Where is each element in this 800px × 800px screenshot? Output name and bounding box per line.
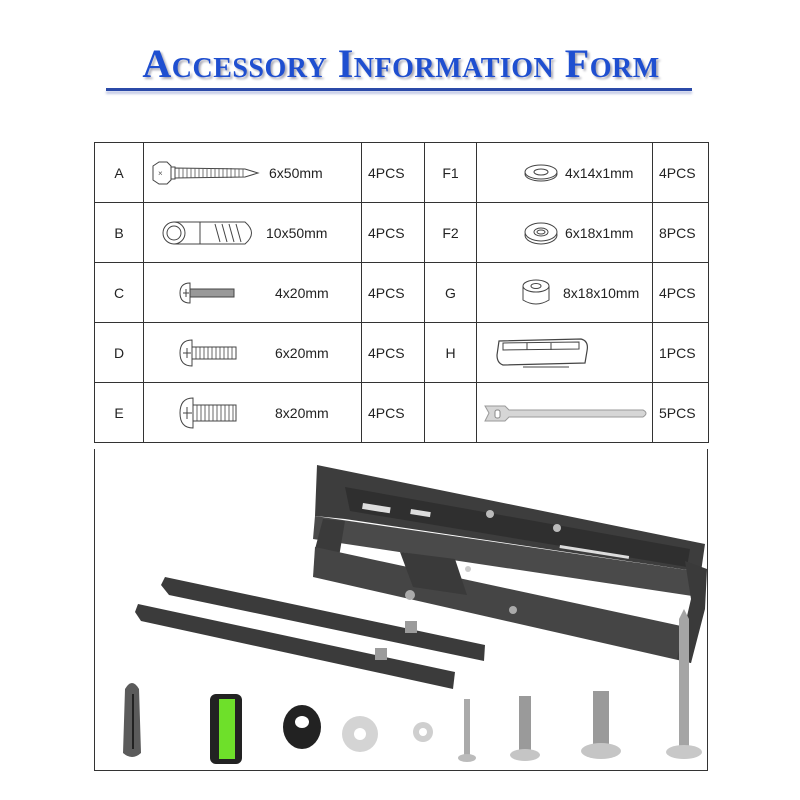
item-label: A: [94, 142, 144, 203]
item-size: 8x18x10mm: [563, 284, 640, 301]
page-title: Accessory Information Form: [142, 41, 660, 86]
flat-washer-large-icon: [523, 221, 559, 245]
item-qty: 4PCS: [361, 142, 425, 203]
item-cell: 8x18x10mm: [476, 262, 653, 323]
table-row: E 8x20mm 4PCS 5PCS: [94, 382, 709, 443]
table-row: A × 6x50mm 4PCS F1 4x14x1mm 4PCS: [94, 142, 709, 203]
item-qty: 4PCS: [652, 262, 709, 323]
spacer-icon: [521, 278, 551, 308]
item-cell: 8x20mm: [143, 382, 362, 443]
item-label: B: [94, 202, 144, 263]
item-label: H: [424, 322, 477, 383]
spacer-photo-icon: [283, 705, 321, 749]
cable-tie-icon: [483, 403, 649, 423]
item-label: F1: [424, 142, 477, 203]
item-qty: 5PCS: [652, 382, 709, 443]
flat-washer-small-icon: [523, 163, 559, 183]
item-label: E: [94, 382, 144, 443]
item-qty: 8PCS: [652, 202, 709, 263]
item-qty: 4PCS: [361, 382, 425, 443]
item-size: 6x20mm: [275, 344, 329, 361]
table-row: B 10x50mm 4PCS F2 6x18x1mm 8PCS: [94, 202, 709, 263]
item-size: 6x50mm: [269, 164, 323, 181]
item-size: 4x20mm: [275, 284, 329, 301]
screw-m4-photo-icon: [458, 699, 476, 762]
item-cell: 6x20mm: [143, 322, 362, 383]
tv-mount-kit-illustration: [123, 465, 707, 764]
item-qty: 4PCS: [652, 142, 709, 203]
accessory-table: A × 6x50mm 4PCS F1 4x14x1mm 4PCS B 10x50…: [94, 142, 709, 443]
item-label: G: [424, 262, 477, 323]
item-label: C: [94, 262, 144, 323]
table-row: D 6x20mm 4PCS H 1PCS: [94, 322, 709, 383]
item-cell: × 6x50mm: [143, 142, 362, 203]
wood-screw-photo-icon: [666, 609, 702, 759]
item-cell: [476, 382, 653, 443]
bubble-level-icon: [493, 335, 591, 371]
item-cell: [476, 322, 653, 383]
washer-large-photo-icon: [342, 716, 378, 752]
wall-anchor-icon: [160, 218, 260, 248]
item-label: D: [94, 322, 144, 383]
machine-screw-m6-icon: [178, 338, 240, 368]
machine-screw-m4-icon: [178, 281, 238, 305]
item-cell: 4x20mm: [143, 262, 362, 323]
screw-m6-photo-icon: [510, 696, 540, 761]
item-label: F2: [424, 202, 477, 263]
item-cell: 6x18x1mm: [476, 202, 653, 263]
item-size: 6x18x1mm: [565, 224, 634, 241]
product-image-panel: [94, 449, 708, 771]
item-qty: 4PCS: [361, 322, 425, 383]
title-underline: [106, 88, 692, 91]
item-cell: 10x50mm: [143, 202, 362, 263]
wall-anchor-photo-icon: [123, 683, 141, 757]
item-size: 10x50mm: [266, 224, 328, 241]
item-cell: 4x14x1mm: [476, 142, 653, 203]
machine-screw-m8-icon: [178, 396, 240, 430]
svg-text:×: ×: [158, 169, 163, 178]
wood-screw-icon: ×: [150, 160, 262, 186]
item-size: 4x14x1mm: [565, 164, 634, 181]
item-qty: 4PCS: [361, 202, 425, 263]
vertical-arm-rail-icon: [135, 577, 485, 689]
washer-small-photo-icon: [413, 722, 433, 742]
item-qty: 1PCS: [652, 322, 709, 383]
item-qty: 4PCS: [361, 262, 425, 323]
tv-mount-bracket-icon: [313, 465, 707, 663]
bubble-level-photo-icon: [210, 694, 242, 764]
item-label: [424, 382, 477, 443]
table-row: C 4x20mm 4PCS G 8x18x10mm 4PCS: [94, 262, 709, 323]
item-size: 8x20mm: [275, 404, 329, 421]
screw-m8-photo-icon: [581, 691, 621, 759]
